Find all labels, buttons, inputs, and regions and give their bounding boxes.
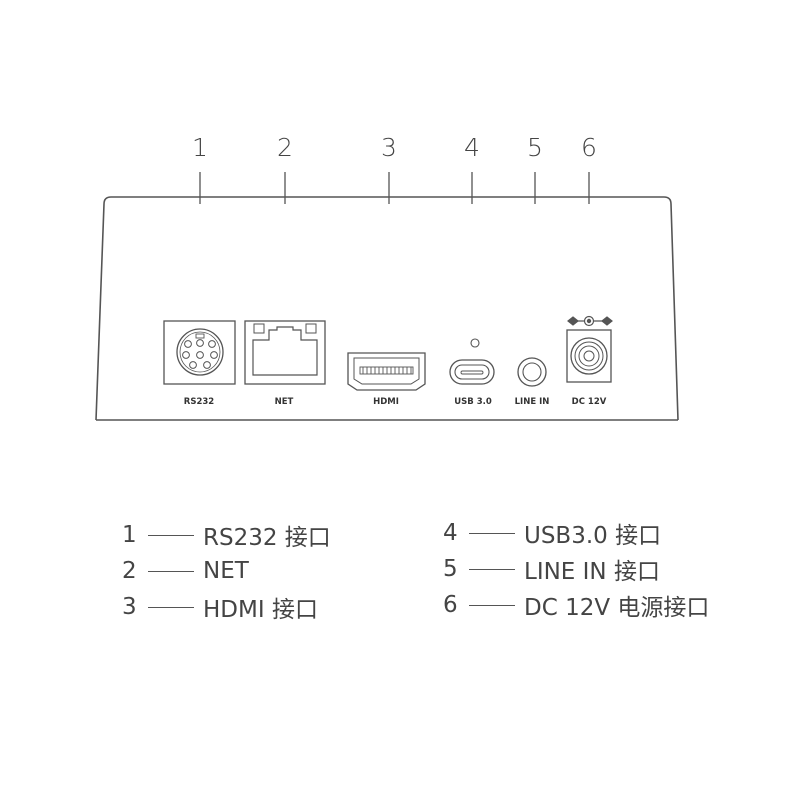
legend-dash	[148, 570, 194, 572]
legend-text: NET	[203, 558, 249, 584]
legend-item-1: 1 RS232 接口	[122, 520, 331, 551]
rs232-port	[163, 320, 236, 385]
legend-number: 5	[443, 556, 458, 582]
legend-text: DC 12V 电源接口	[524, 595, 710, 621]
legend-item-5: 5 LINE IN 接口	[443, 554, 660, 585]
port-label-rs232: RS232	[184, 397, 214, 407]
legend-number: 1	[122, 522, 137, 548]
legend-item-3: 3 HDMI 接口	[122, 592, 318, 623]
legend-text: LINE IN 接口	[524, 559, 660, 585]
legend-number: 2	[122, 558, 137, 584]
legend-dash	[469, 532, 515, 534]
usb-port	[449, 338, 495, 385]
legend-item-4: 4 USB3.0 接口	[443, 518, 662, 549]
line-in-port	[517, 357, 547, 387]
callout-number-4: 4	[464, 133, 480, 162]
legend-number: 6	[443, 592, 458, 618]
dc-polarity-icon	[567, 315, 613, 327]
net-port	[244, 320, 326, 385]
callout-number-5: 5	[527, 133, 543, 162]
legend-dash	[148, 534, 194, 536]
legend-item-2: 2 NET	[122, 556, 249, 586]
callout-number-2: 2	[277, 133, 293, 162]
hdmi-port	[347, 352, 426, 391]
callout-number-1: 1	[192, 133, 208, 162]
legend-dash	[469, 604, 515, 606]
port-label-line-in: LINE IN	[515, 397, 550, 407]
port-label-net: NET	[275, 397, 294, 407]
callout-number-3: 3	[381, 133, 397, 162]
legend-dash	[469, 568, 515, 570]
callout-number-6: 6	[581, 133, 597, 162]
usb-status-led	[470, 338, 480, 348]
port-label-dc: DC 12V	[572, 397, 607, 407]
port-label-usb: USB 3.0	[454, 397, 492, 407]
legend-dash	[148, 606, 194, 608]
device-body	[95, 196, 679, 421]
legend-text: RS232 接口	[203, 525, 331, 551]
legend-item-6: 6 DC 12V 电源接口	[443, 590, 710, 621]
legend-text: USB3.0 接口	[524, 523, 662, 549]
legend-number: 4	[443, 520, 458, 546]
leader-lines	[199, 172, 590, 204]
legend-text: HDMI 接口	[203, 597, 318, 623]
legend-number: 3	[122, 594, 137, 620]
port-label-hdmi: HDMI	[373, 397, 399, 407]
dc-power-port	[566, 315, 613, 383]
